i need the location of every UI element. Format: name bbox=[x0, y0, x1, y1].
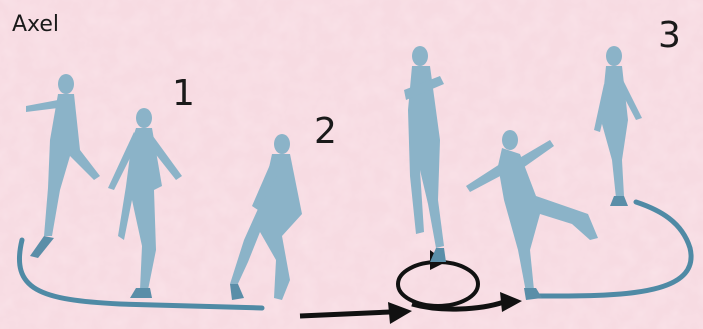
step-label-1: 1 bbox=[172, 76, 195, 112]
skater-figure-landing bbox=[466, 130, 598, 300]
rotation-loop-icon bbox=[398, 250, 522, 312]
direction-arrow-icon bbox=[300, 302, 412, 324]
skater-figure-1b bbox=[108, 108, 182, 298]
skater-figure-3 bbox=[594, 46, 642, 206]
skater-figure-1a bbox=[26, 74, 100, 258]
skater-figure-2 bbox=[230, 134, 302, 300]
diagram-title: Axel bbox=[12, 14, 59, 36]
step-label-3: 3 bbox=[658, 18, 681, 54]
step-label-2: 2 bbox=[314, 114, 337, 150]
skater-figure-takeoff bbox=[404, 46, 446, 262]
